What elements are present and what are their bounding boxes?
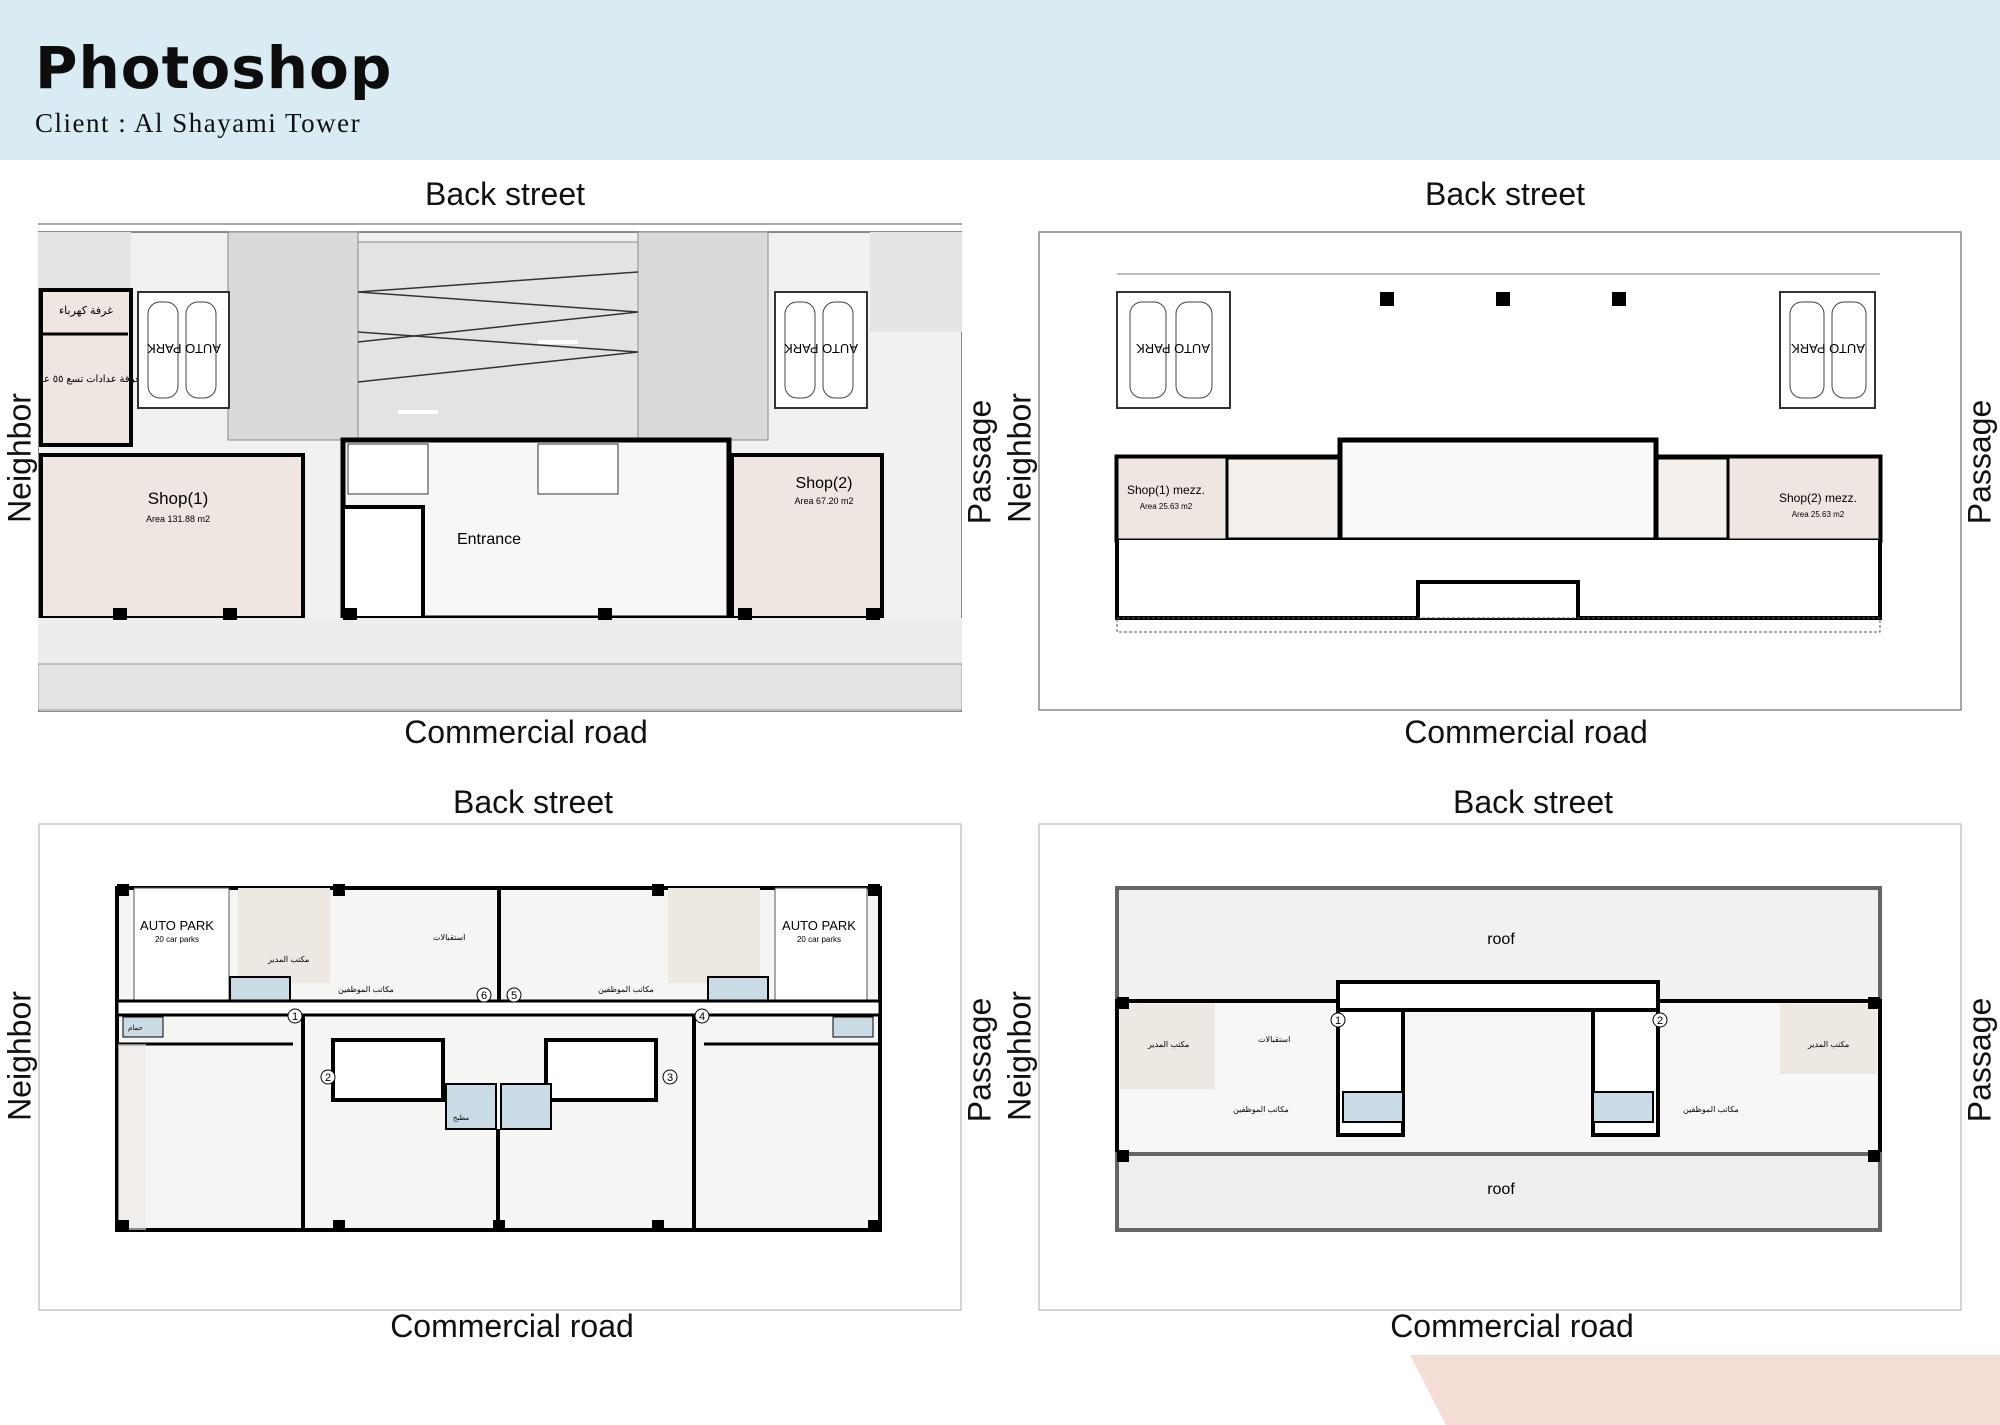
reception-label: استقبالات <box>1258 1035 1290 1044</box>
client-subtitle: Client : Al Shayami Tower <box>35 108 362 138</box>
grid-marker: 4 <box>699 1011 705 1023</box>
roof-top-label: roof <box>1487 931 1515 948</box>
shop1-mezz-label: Shop(1) mezz. <box>1127 483 1205 497</box>
label-commercial-road: Commercial road <box>1390 1308 1634 1344</box>
autopark-label: AUTO PARK <box>782 918 856 933</box>
autopark-label: AUTO PARK <box>147 341 221 356</box>
ground-floor-plan: غرفة كهرباء غرفة عدادات تسع ٥٥ عداد AUTO… <box>38 222 962 712</box>
label-passage: Passage <box>1961 997 1998 1123</box>
header-banner: Photoshop Client : Al Shayami Tower <box>0 0 2000 160</box>
label-passage: Passage <box>961 399 998 525</box>
shop1-label: Shop(1) <box>148 489 208 508</box>
electric-room-label: غرفة كهرباء <box>59 305 113 317</box>
label-passage: Passage <box>961 997 998 1123</box>
label-commercial-road: Commercial road <box>1404 714 1648 750</box>
autopark-sub: 20 car parks <box>797 935 841 944</box>
page-title: Photoshop <box>35 34 393 102</box>
manager-office-label: مكتب المدير <box>1807 1040 1849 1049</box>
label-back-street: Back street <box>1424 176 1586 212</box>
label-neighbor: Neighbor <box>1001 991 1038 1121</box>
shop1-area: Area 131.88 m2 <box>146 514 210 524</box>
roof-floor-plan: roof مكتب المدير مكتب المدير مكاتب الموظ… <box>1038 822 1962 1312</box>
typical-floor-plan: AUTO PARK 20 car parks AUTO PARK 20 car … <box>38 822 962 1312</box>
staff-offices-label: مكاتب الموظفين <box>1233 1105 1289 1114</box>
shop1-mezz-area: Area 25.63 m2 <box>1140 502 1193 511</box>
grid-marker: 1 <box>1335 1015 1341 1027</box>
autopark-label: AUTO PARK <box>140 918 214 933</box>
staff-offices-label: مكاتب الموظفين <box>598 985 654 994</box>
shop2-mezz-label: Shop(2) mezz. <box>1779 491 1857 505</box>
label-passage: Passage <box>1961 399 1998 525</box>
label-neighbor: Neighbor <box>1 991 38 1121</box>
shop2-mezz-area: Area 25.63 m2 <box>1792 510 1845 519</box>
grid-marker: 3 <box>667 1072 673 1084</box>
kitchen-label: مطبخ <box>453 1114 469 1122</box>
manager-office-label: مكتب المدير <box>1147 1040 1189 1049</box>
grid-marker: 6 <box>481 990 487 1002</box>
meter-room-label: غرفة عدادات تسع ٥٥ عداد <box>38 374 140 385</box>
decorative-corner-shape <box>1410 1355 2000 1425</box>
shop2-area: Area 67.20 m2 <box>794 496 853 506</box>
label-back-street: Back street <box>452 784 614 820</box>
staff-offices-label: مكاتب الموظفين <box>1683 1105 1739 1114</box>
label-back-street: Back street <box>424 176 586 212</box>
entrance-label: Entrance <box>457 531 521 548</box>
grid-marker: 2 <box>325 1072 331 1084</box>
autopark-sub: 20 car parks <box>155 935 199 944</box>
label-neighbor: Neighbor <box>1001 393 1038 523</box>
grid-marker: 1 <box>292 1011 298 1023</box>
bathroom-label: حمام <box>128 1024 143 1032</box>
label-back-street: Back street <box>1452 784 1614 820</box>
label-neighbor: Neighbor <box>1 393 38 523</box>
autopark-label: AUTO PARK <box>1791 341 1865 356</box>
manager-office-label: مكتب المدير <box>267 955 309 964</box>
roof-bottom-label: roof <box>1487 1181 1515 1198</box>
label-commercial-road: Commercial road <box>404 714 648 750</box>
shop2-label: Shop(2) <box>796 475 853 492</box>
staff-offices-label: مكاتب الموظفين <box>338 985 394 994</box>
mezzanine-floor-plan: AUTO PARK AUTO PARK Shop(1) mezz. Area 2… <box>1038 222 1962 712</box>
reception-label: استقبالات <box>433 933 465 942</box>
grid-marker: 2 <box>1657 1015 1663 1027</box>
grid-marker: 5 <box>511 990 517 1002</box>
autopark-label: AUTO PARK <box>1136 341 1210 356</box>
label-commercial-road: Commercial road <box>390 1308 634 1344</box>
autopark-label: AUTO PARK <box>784 341 858 356</box>
